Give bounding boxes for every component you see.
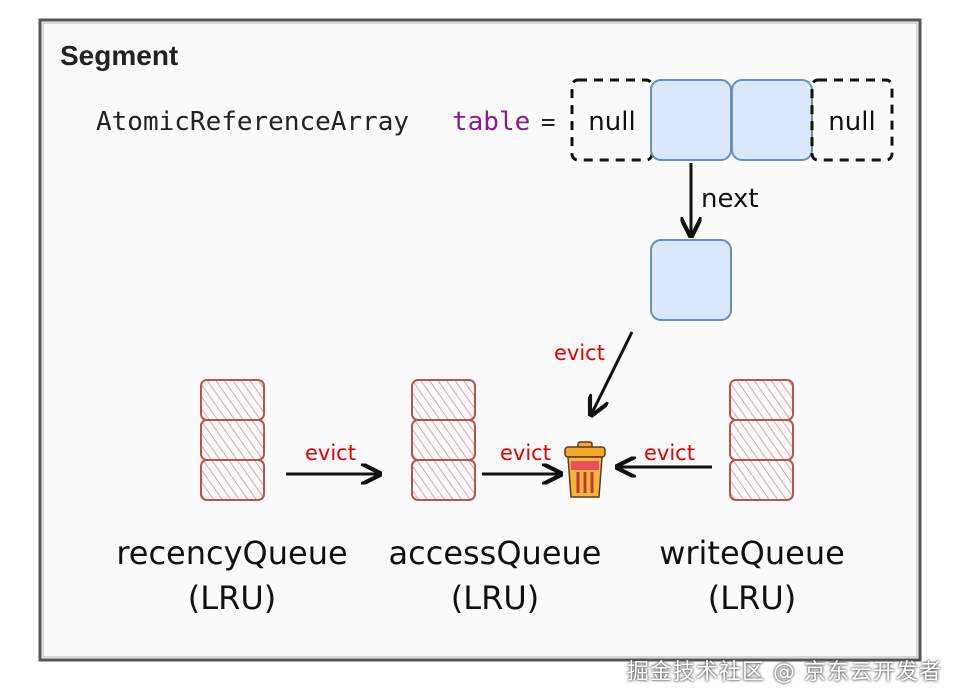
array-slot-node-1 (650, 79, 732, 161)
array-slot-null-left (570, 78, 654, 162)
access-queue-kind: (LRU) (451, 579, 539, 617)
array-slot-null-left-label: null (588, 107, 635, 137)
recency-queue-name: recencyQueue (116, 534, 347, 572)
array-slot-null-right (810, 78, 894, 162)
evict-arrow-from-node (591, 331, 634, 415)
trash-bin-icon (564, 441, 606, 498)
access-queue-stack (411, 379, 476, 501)
evict-label-node: evict (554, 341, 605, 365)
write-queue-name: writeQueue (659, 534, 845, 572)
recency-queue-kind: (LRU) (188, 579, 276, 617)
array-slot-null-right-label: null (828, 107, 875, 137)
table-type-name: AtomicReferenceArray (96, 107, 409, 137)
array-slot-node-2 (731, 79, 813, 161)
table-equals: = (541, 108, 555, 136)
recency-queue-stack (200, 379, 265, 501)
chained-node (650, 239, 732, 321)
write-queue-stack (729, 379, 794, 501)
evict-label-recency: evict (305, 441, 356, 465)
access-queue-name: accessQueue (389, 534, 602, 572)
next-label: next (701, 184, 759, 214)
watermark: 掘金技术社区 @ 京东云开发者 (627, 660, 942, 685)
segment-title: Segment (60, 40, 178, 71)
write-queue-kind: (LRU) (708, 579, 796, 617)
evict-label-access: evict (500, 441, 551, 465)
table-var-name: table (452, 107, 530, 137)
evict-label-write: evict (644, 441, 695, 465)
